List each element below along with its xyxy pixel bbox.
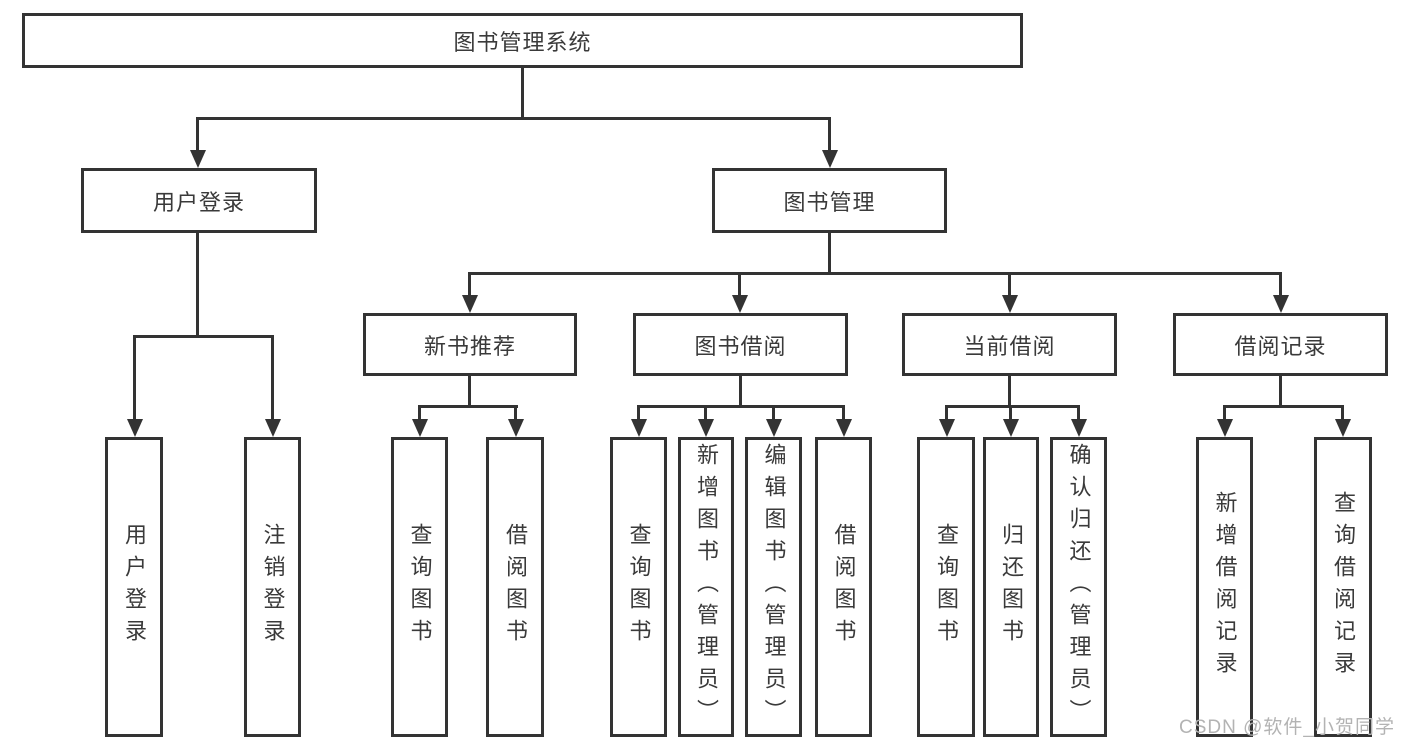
arrowhead-book-management	[822, 150, 838, 168]
connector-l3a-stem	[468, 376, 471, 407]
connector-login-drop-1	[133, 335, 136, 421]
node-borrow-records: 借阅记录	[1173, 313, 1388, 376]
leaf-query-books-1: 查询图书	[391, 437, 448, 737]
connector-l3c-drop-2	[1009, 405, 1012, 421]
arrowhead-leaf-logout	[265, 419, 281, 437]
leaf-add-borrow-record-label: 新增借阅记录	[1212, 491, 1238, 683]
leaf-add-book-admin-label: 新增图书（管理员）	[694, 443, 719, 731]
connector-mgmt-drop-3	[1008, 272, 1011, 297]
connector-l3b-drop-2	[704, 405, 707, 421]
leaf-query-borrow-record-label: 查询借阅记录	[1331, 491, 1356, 683]
connector-l3b-drop-4	[842, 405, 845, 421]
leaf-return-book: 归还图书	[983, 437, 1039, 737]
connector-mgmt-drop-2	[738, 272, 741, 297]
leaf-borrow-books-1-label: 借阅图书	[503, 523, 528, 651]
arrowhead-return-book	[1003, 419, 1019, 437]
arrowhead-borrow-books-2	[836, 419, 852, 437]
connector-mgmt-bar	[468, 272, 1282, 275]
arrowhead-query-borrow-record	[1335, 419, 1351, 437]
arrowhead-leaf-user-login	[127, 419, 143, 437]
connector-l3d-drop-2	[1341, 405, 1344, 421]
connector-root-drop-right	[828, 117, 831, 152]
connector-l3d-stem	[1279, 376, 1282, 407]
leaf-borrow-books-1: 借阅图书	[486, 437, 544, 737]
leaf-edit-book-admin: 编辑图书（管理员）	[745, 437, 802, 737]
leaf-user-login: 用户登录	[105, 437, 163, 737]
leaf-query-borrow-record: 查询借阅记录	[1314, 437, 1372, 737]
arrowhead-edit-book	[766, 419, 782, 437]
leaf-borrow-books-2: 借阅图书	[815, 437, 872, 737]
arrowhead-confirm-return	[1071, 419, 1087, 437]
connector-l3b-stem	[739, 376, 742, 407]
leaf-return-book-label: 归还图书	[999, 523, 1024, 651]
connector-l3c-drop-3	[1077, 405, 1080, 421]
connector-mgmt-stem	[828, 233, 831, 274]
arrowhead-book-borrow	[732, 295, 748, 313]
connector-l3b-bar	[637, 405, 844, 408]
node-new-book-recommend: 新书推荐	[363, 313, 577, 376]
leaf-confirm-return-admin: 确认归还（管理员）	[1050, 437, 1107, 737]
leaf-query-books-2: 查询图书	[610, 437, 667, 737]
node-user-login: 用户登录	[81, 168, 317, 233]
leaf-add-book-admin: 新增图书（管理员）	[678, 437, 734, 737]
connector-l3b-drop-1	[637, 405, 640, 421]
connector-l3c-stem	[1008, 376, 1011, 407]
arrowhead-query-books-3	[939, 419, 955, 437]
connector-mgmt-drop-4	[1279, 272, 1282, 297]
arrowhead-current-borrow	[1002, 295, 1018, 313]
leaf-query-books-1-label: 查询图书	[407, 523, 433, 651]
leaf-edit-book-admin-label: 编辑图书（管理员）	[761, 443, 787, 731]
connector-root-drop-left	[196, 117, 199, 152]
node-current-borrow: 当前借阅	[902, 313, 1117, 376]
arrowhead-new-book-recommend	[462, 295, 478, 313]
leaf-add-borrow-record: 新增借阅记录	[1196, 437, 1253, 737]
leaf-confirm-return-admin-label: 确认归还（管理员）	[1066, 443, 1092, 731]
node-library-management-system: 图书管理系统	[22, 13, 1023, 68]
connector-l3d-bar	[1223, 405, 1344, 408]
node-book-management: 图书管理	[712, 168, 947, 233]
connector-login-stem	[196, 233, 199, 337]
arrowhead-add-book	[698, 419, 714, 437]
leaf-query-books-3-label: 查询图书	[934, 523, 959, 651]
leaf-user-login-label: 用户登录	[122, 523, 147, 651]
connector-l3a-bar	[418, 405, 518, 408]
arrowhead-add-borrow-record	[1217, 419, 1233, 437]
node-book-borrow: 图书借阅	[633, 313, 848, 376]
arrowhead-user-login	[190, 150, 206, 168]
arrowhead-borrow-books-1	[508, 419, 524, 437]
connector-login-bar	[133, 335, 274, 338]
leaf-borrow-books-2-label: 借阅图书	[831, 523, 857, 651]
arrowhead-borrow-records	[1273, 295, 1289, 313]
leaf-logout: 注销登录	[244, 437, 301, 737]
connector-root-bar	[196, 117, 831, 120]
connector-l3c-bar	[945, 405, 1080, 408]
connector-l3a-drop-2	[514, 405, 517, 421]
leaf-query-books-3: 查询图书	[917, 437, 975, 737]
connector-login-drop-2	[271, 335, 274, 421]
connector-l3d-drop-1	[1223, 405, 1226, 421]
connector-l3a-drop-1	[418, 405, 421, 421]
connector-l3b-drop-3	[772, 405, 775, 421]
arrowhead-query-books-1	[412, 419, 428, 437]
arrowhead-query-books-2	[631, 419, 647, 437]
leaf-query-books-2-label: 查询图书	[626, 523, 652, 651]
connector-l3c-drop-1	[945, 405, 948, 421]
connector-root-stem	[521, 67, 524, 119]
connector-mgmt-drop-1	[468, 272, 471, 297]
leaf-logout-label: 注销登录	[260, 523, 286, 651]
csdn-watermark: CSDN @软件_小贺同学	[1179, 717, 1395, 738]
